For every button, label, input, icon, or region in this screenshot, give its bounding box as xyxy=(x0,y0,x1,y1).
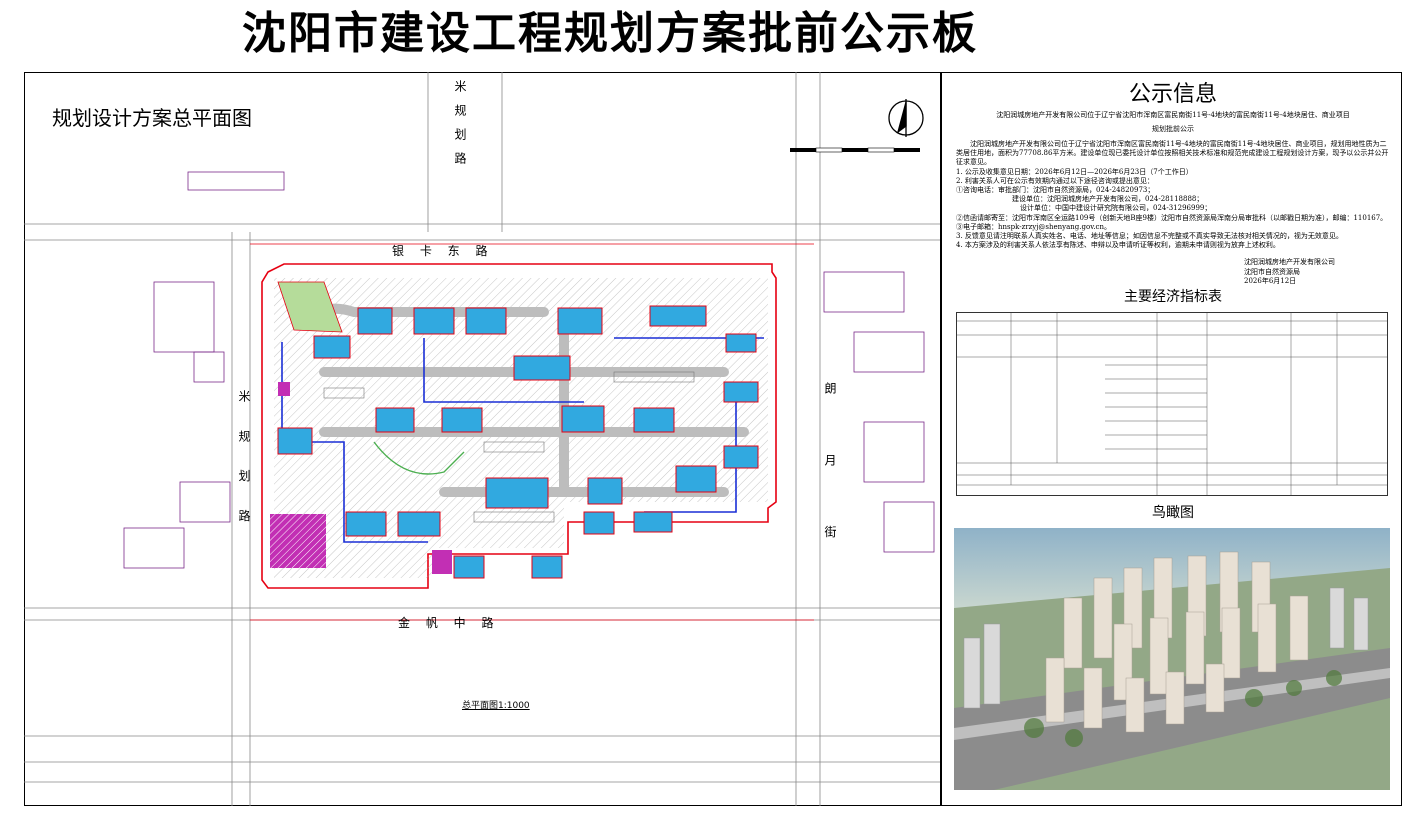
notice-item: 1. 公示及收集意见日期：2026年6月12日—2026年6月23日（7个工作日… xyxy=(956,167,1193,176)
site-plan-drawing xyxy=(24,72,940,806)
notice-item: 2. 利害关系人可在公示有效期内通过以下途径咨询或提出意见： xyxy=(956,176,1154,185)
notice-subtitle-line2: 规划批前公示 xyxy=(1152,125,1194,133)
signature-line: 沈阳润城房地产开发有限公司 xyxy=(1244,258,1335,266)
notice-item: 3. 反馈意见请注明联系人真实姓名、电话、地址等信息；如因信息不完整或不真实导致… xyxy=(956,232,1343,241)
aerial-render-image xyxy=(954,528,1390,790)
notice-item: ①咨询电话：审批部门：沈阳市自然资源局，024-24820973； xyxy=(956,186,1155,195)
site-plan xyxy=(24,72,940,806)
notice-subtitle: 沈阳润城房地产开发有限公司位于辽宁省沈阳市浑南区富民南街11号-4地块的富民南街… xyxy=(952,108,1394,136)
notice-title: 公示信息 xyxy=(1128,82,1217,107)
road-label-west: 米 规 划 路 xyxy=(237,390,251,534)
aerial-title: 鸟瞰图 xyxy=(1152,505,1194,521)
plan-title: 规划设计方案总平面图 xyxy=(52,106,252,130)
road-label-top: 米规划路 xyxy=(453,80,467,176)
board-frame xyxy=(24,72,1402,806)
notice-item: 建设单位：沈阳润城房地产开发有限公司，024-28118888； xyxy=(1012,195,1204,204)
road-label-east: 朗 月 街 xyxy=(823,382,837,566)
board-divider xyxy=(940,72,942,806)
signature-line: 沈阳市自然资源局 xyxy=(1244,267,1300,276)
notice-item: 4. 本方案涉及的利害关系人依法享有陈述、申辩以及申请听证等权利，逾期未申请则视… xyxy=(956,241,1280,250)
north-arrow-icon xyxy=(888,99,924,137)
signature-line: 2026年6月12日 xyxy=(1244,277,1297,285)
notice-item: ②信函请邮寄至：沈阳市浑南区全运路109号（创新天地B座9楼）沈阳市自然资源局浑… xyxy=(956,213,1388,222)
notice-body: 沈阳润城房地产开发有限公司位于辽宁省沈阳市浑南区富民南街11号-4地块的富民南街… xyxy=(956,140,1392,250)
indicators-title: 主要经济指标表 xyxy=(1124,289,1222,305)
notice-item: ③电子邮箱：hnspk-zrzyj@shenyang.gov.cn。 xyxy=(956,222,1111,231)
notice-panel: 公示信息 沈阳润城房地产开发有限公司位于辽宁省沈阳市浑南区富民南街11号-4地块… xyxy=(944,72,1402,806)
plan-scale-label: 总平面图1:1000 xyxy=(462,701,530,711)
road-label-north: 银 卡 东 路 xyxy=(392,244,494,258)
notice-subtitle-line1: 沈阳润城房地产开发有限公司位于辽宁省沈阳市浑南区富民南街11号-4地块的富民南街… xyxy=(996,111,1350,119)
aerial-render xyxy=(954,528,1390,790)
notice-item: 设计单位：中国中建设计研究院有限公司，024-31296999； xyxy=(1020,204,1212,213)
indicators-table-grid xyxy=(957,313,1387,495)
scale-bar-icon xyxy=(790,147,920,153)
notice-paragraph: 沈阳润城房地产开发有限公司位于辽宁省沈阳市浑南区富民南街11号-4地块的富民南街… xyxy=(956,140,1389,167)
indicators-table xyxy=(956,312,1388,496)
notice-signature: 沈阳润城房地产开发有限公司 沈阳市自然资源局 2026年6月12日 xyxy=(1244,258,1335,287)
board-title: 沈阳市建设工程规划方案批前公示板 xyxy=(242,8,978,59)
road-label-south: 金 帆 中 路 xyxy=(398,616,500,630)
